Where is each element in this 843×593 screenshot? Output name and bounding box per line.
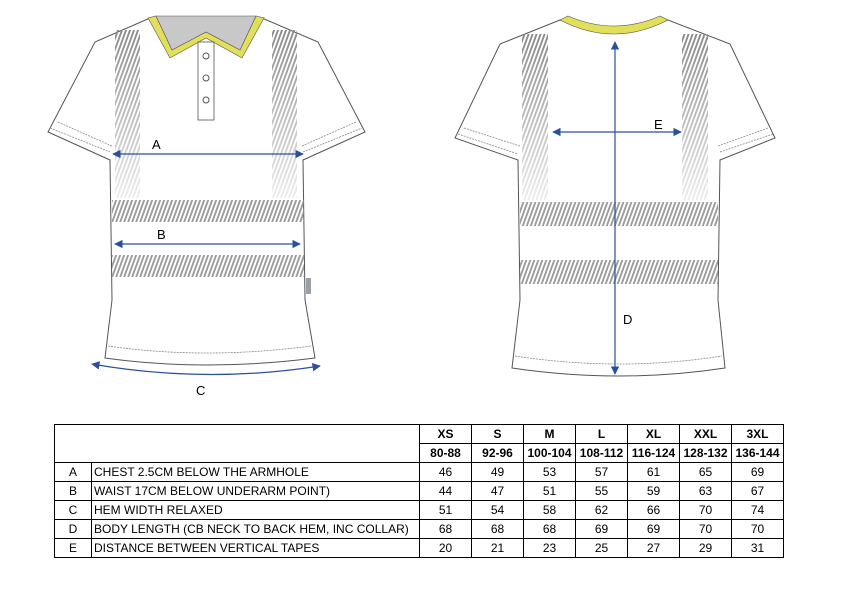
table-cell: 69 (627, 519, 680, 539)
table-row: D BODY LENGTH (CB NECK TO BACK HEM, INC … (54, 519, 784, 539)
table-cell: 49 (471, 462, 524, 482)
size-label: XS (419, 424, 472, 444)
size-header-row: XS S M L XL XXL 3XL (54, 424, 784, 463)
table-cell: 44 (419, 481, 472, 501)
back-upper-horizontal-tape (520, 202, 718, 226)
table-cell: 23 (523, 538, 576, 558)
table-cell: 61 (627, 462, 680, 482)
row-label: WAIST 17CM BELOW UNDERARM POINT) (91, 481, 420, 501)
table-row: C HEM WIDTH RELAXED 51 54 58 62 66 70 74 (54, 500, 784, 520)
table-cell: 20 (419, 538, 472, 558)
table-cell: 68 (523, 519, 576, 539)
table-cell: 27 (627, 538, 680, 558)
label-b: B (157, 227, 166, 242)
front-shirt: A B C (47, 15, 366, 398)
table-cell: 65 (679, 462, 732, 482)
back-sleeve-hem (457, 127, 774, 155)
size-range: 108-112 (575, 443, 628, 463)
size-label: XXL (679, 424, 732, 444)
table-row: B WAIST 17CM BELOW UNDERARM POINT) 44 47… (54, 481, 784, 501)
size-label: L (575, 424, 628, 444)
front-collar-grey (155, 15, 257, 51)
table-cell: 70 (679, 500, 732, 520)
table-cell: 53 (523, 462, 576, 482)
table-cell: 57 (575, 462, 628, 482)
table-cell: 63 (679, 481, 732, 501)
button-icon (202, 74, 210, 82)
front-upper-horizontal-tape (112, 200, 304, 222)
size-range: 136-144 (731, 443, 784, 463)
table-cell: 31 (731, 538, 784, 558)
table-cell: 46 (419, 462, 472, 482)
size-range: 116-124 (627, 443, 680, 463)
size-range: 80-88 (419, 443, 472, 463)
size-label: M (523, 424, 576, 444)
table-cell: 21 (471, 538, 524, 558)
table-cell: 69 (575, 519, 628, 539)
row-code: E (54, 538, 92, 558)
size-range: 128-132 (679, 443, 732, 463)
back-collar (559, 15, 669, 35)
front-lower-horizontal-tape (112, 255, 304, 277)
row-label: DISTANCE BETWEEN VERTICAL TAPES (91, 538, 420, 558)
button-icon (202, 96, 210, 104)
row-code: D (54, 519, 92, 539)
table-cell: 51 (419, 500, 472, 520)
back-hem-stitch (514, 355, 723, 365)
row-code: B (54, 481, 92, 501)
size-label: 3XL (731, 424, 784, 444)
table-cell: 70 (731, 519, 784, 539)
table-corner-cell (54, 424, 420, 463)
label-c: C (196, 383, 205, 398)
size-range: 92-96 (471, 443, 524, 463)
label-a: A (152, 137, 161, 152)
table-cell: 51 (523, 481, 576, 501)
measure-c-arrow (91, 361, 321, 376)
label-e: E (654, 117, 663, 132)
side-tag (306, 278, 311, 294)
table-cell: 54 (471, 500, 524, 520)
row-code: C (54, 500, 92, 520)
table-cell: 25 (575, 538, 628, 558)
size-range: 100-104 (523, 443, 576, 463)
table-cell: 69 (731, 462, 784, 482)
table-cell: 47 (471, 481, 524, 501)
table-cell: 67 (731, 481, 784, 501)
button-icon (202, 52, 210, 60)
table-cell: 62 (575, 500, 628, 520)
row-label: HEM WIDTH RELAXED (91, 500, 420, 520)
row-label: CHEST 2.5CM BELOW THE ARMHOLE (91, 462, 420, 482)
front-hem-stitch (107, 345, 312, 354)
table-cell: 68 (419, 519, 472, 539)
table-cell: 68 (471, 519, 524, 539)
label-d: D (623, 312, 632, 327)
size-chart-table: XS S M L XL XXL 3XL 80-88 92-96 100-104 … (54, 424, 784, 558)
back-lower-horizontal-tape (520, 260, 718, 284)
table-row: A CHEST 2.5CM BELOW THE ARMHOLE 46 49 53… (54, 462, 784, 482)
table-cell: 59 (627, 481, 680, 501)
size-label: S (471, 424, 524, 444)
row-label: BODY LENGTH (CB NECK TO BACK HEM, INC CO… (91, 519, 420, 539)
garment-diagram: A B C D E (47, 15, 776, 398)
table-cell: 55 (575, 481, 628, 501)
size-label: XL (627, 424, 680, 444)
back-shirt: D E (454, 15, 776, 377)
table-cell: 66 (627, 500, 680, 520)
range-header-row: 80-88 92-96 100-104 108-112 116-124 128-… (55, 443, 784, 463)
table-cell: 74 (731, 500, 784, 520)
table-cell: 29 (679, 538, 732, 558)
row-code: A (54, 462, 92, 482)
table-cell: 70 (679, 519, 732, 539)
table-row: E DISTANCE BETWEEN VERTICAL TAPES 20 21 … (54, 538, 784, 558)
table-cell: 58 (523, 500, 576, 520)
